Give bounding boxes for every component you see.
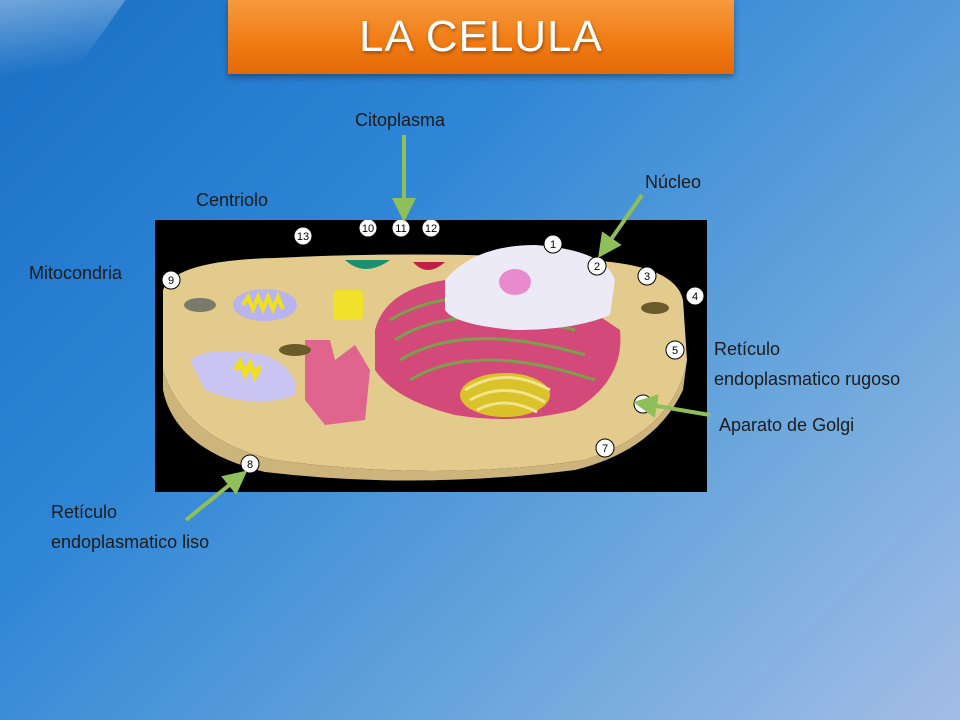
marker-number-6: 6 (640, 399, 646, 411)
marker-circle-3 (637, 266, 657, 286)
marker-number-4: 4 (692, 291, 698, 303)
label-centriolo: Centriolo (196, 190, 269, 210)
marker-number-5: 5 (672, 345, 678, 357)
marker-number-7: 7 (602, 443, 608, 455)
label-reticulo-rugoso-line2: endoplasmatico rugoso (714, 369, 901, 389)
title-banner: LA CELULA (228, 0, 734, 74)
label-nucleo: Núcleo (645, 172, 702, 192)
marker-circle-13 (293, 226, 313, 246)
marker-circle-4 (685, 286, 705, 306)
label-reticulo-liso: Retículo endoplasmatico liso (51, 497, 209, 557)
marker-number-8: 8 (247, 459, 253, 471)
slide-title: LA CELULA (359, 12, 603, 61)
label-citoplasma: Citoplasma (355, 110, 446, 130)
lysosome (279, 344, 311, 356)
label-reticulo-liso-line2: endoplasmatico liso (51, 532, 210, 552)
marker-number-12: 12 (425, 223, 437, 235)
marker-circle-11 (391, 220, 411, 238)
centriole (333, 290, 363, 320)
label-reticulo-liso-line1: Retículo (51, 502, 118, 522)
marker-circle-1 (543, 234, 563, 254)
vacuole-right (641, 302, 669, 314)
label-reticulo-rugoso-line1: Retículo (714, 339, 781, 359)
vesicle-red (413, 262, 445, 270)
marker-circle-7 (595, 438, 615, 458)
marker-circle-10 (358, 220, 378, 238)
marker-circle-8 (240, 454, 260, 474)
marker-number-11: 11 (395, 223, 406, 235)
marker-circle-12 (421, 220, 441, 238)
corner-shine (0, 0, 130, 142)
vacuole-left (184, 298, 216, 312)
marker-number-10: 10 (362, 223, 374, 235)
label-mitocondria: Mitocondria (29, 263, 123, 283)
marker-circle-9 (161, 270, 181, 290)
nucleolus (499, 269, 531, 295)
marker-number-2: 2 (594, 261, 600, 273)
marker-number-3: 3 (644, 271, 650, 283)
marker-circle-2 (587, 256, 607, 276)
marker-circle-5 (665, 340, 685, 360)
smooth-er (305, 340, 370, 425)
marker-number-13: 13 (297, 231, 309, 243)
label-aparato-golgi: Aparato de Golgi (719, 415, 855, 435)
nucleus (445, 245, 615, 330)
vesicle-green (345, 260, 390, 269)
mitochondrion-left (190, 351, 296, 402)
label-reticulo-rugoso: Retículo endoplasmatico rugoso (714, 334, 900, 394)
marker-number-1: 1 (550, 239, 556, 251)
marker-number-9: 9 (168, 275, 174, 287)
